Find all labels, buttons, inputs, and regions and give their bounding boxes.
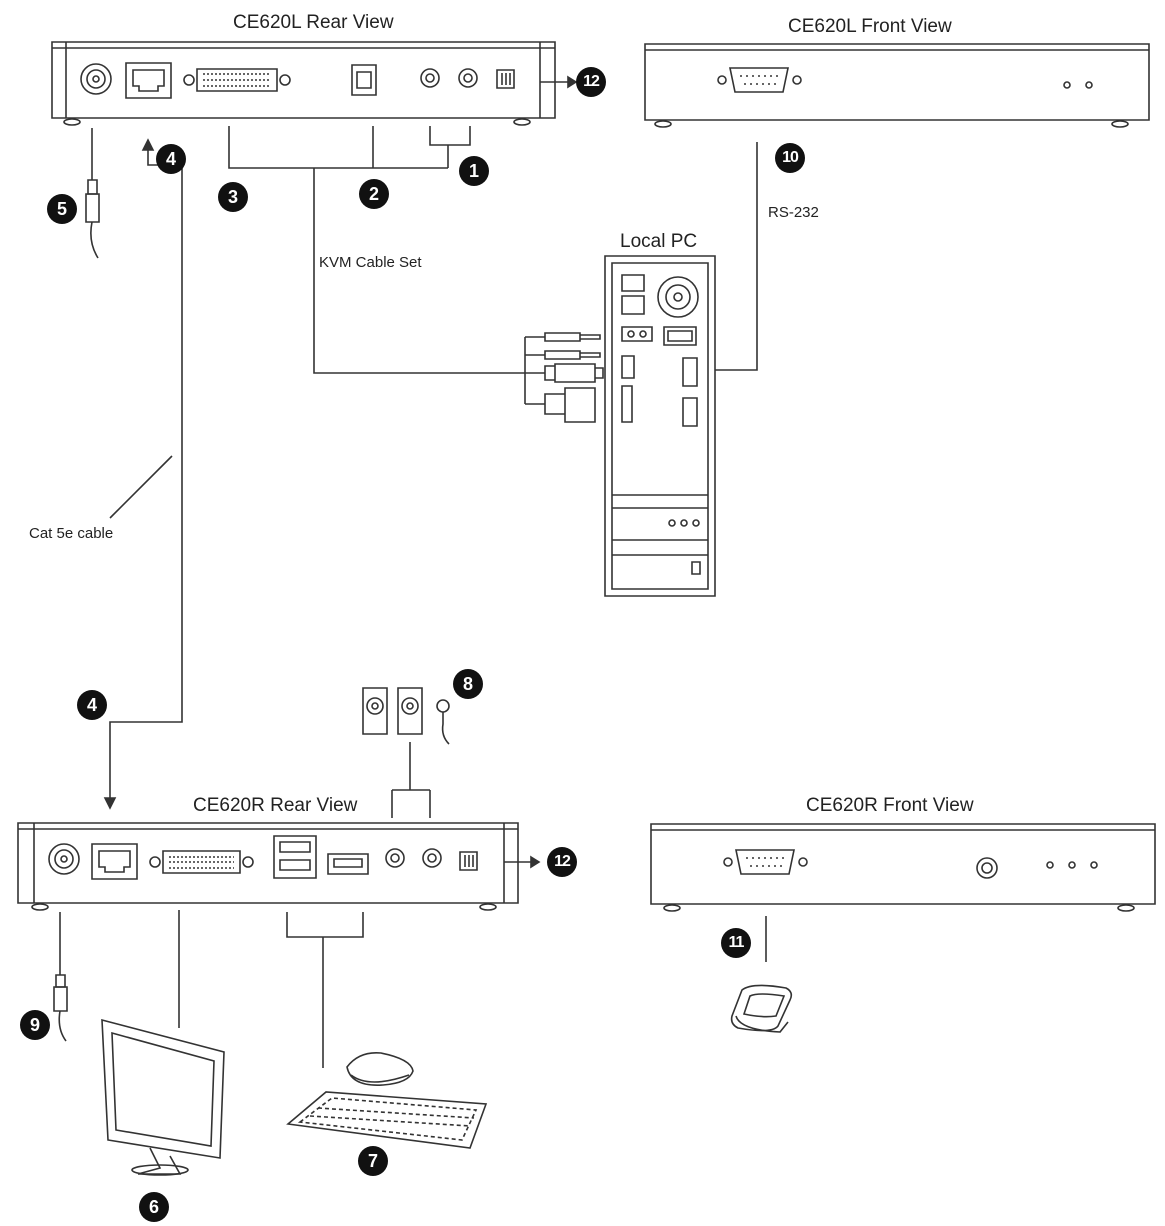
monitor-icon	[102, 1020, 224, 1175]
callout-12-bottom: 12	[547, 847, 577, 877]
ce620r-front-unit	[651, 824, 1155, 911]
callout-5: 5	[47, 194, 77, 224]
serial-port-icon	[718, 68, 801, 92]
ce620l-rear-view-title: CE620L Rear View	[233, 12, 394, 33]
pc-tower-icon	[605, 256, 715, 596]
rs232-label: RS-232	[768, 204, 819, 221]
callout-10: 10	[775, 143, 805, 173]
usb-b-port-icon	[352, 65, 376, 95]
callout-7: 7	[358, 1146, 388, 1176]
rs232-line	[700, 142, 757, 370]
callout-4-bottom: 4	[77, 690, 107, 720]
touch-device-icon	[732, 985, 792, 1032]
cat5e-cable-line	[105, 140, 182, 808]
power-jack-icon	[81, 64, 111, 94]
led-icon	[1064, 82, 1092, 88]
ce620l-front-view-title: CE620L Front View	[788, 16, 952, 37]
mouse-icon	[347, 1053, 413, 1085]
power-adapter-icon	[86, 128, 99, 258]
power-adapter-icon	[54, 975, 67, 1041]
kvm-cable-set-label: KVM Cable Set	[319, 254, 422, 271]
callout-1: 1	[459, 156, 489, 186]
speakers-icon	[363, 688, 422, 734]
callout-4-top: 4	[156, 144, 186, 174]
callout-3: 3	[218, 182, 248, 212]
callout-12-top: 12	[576, 67, 606, 97]
local-pc-title: Local PC	[620, 231, 698, 252]
ce620l-front-unit	[645, 44, 1149, 127]
dip-switch-icon	[497, 70, 514, 88]
cat5e-cable-label: Cat 5e cable	[29, 525, 114, 542]
callout-8: 8	[453, 669, 483, 699]
microphone-icon	[437, 700, 449, 744]
audio-jack-icon	[421, 69, 477, 87]
kvm-cable-set-lines	[229, 126, 545, 404]
rj45-port-icon	[126, 63, 171, 98]
callout-6: 6	[139, 1192, 169, 1222]
callout-9: 9	[20, 1010, 50, 1040]
ce620r-rear-unit	[18, 823, 539, 910]
ce620r-front-view-title: CE620R Front View	[806, 795, 974, 816]
kvm-plugs	[545, 333, 603, 422]
dvi-port-icon	[184, 69, 290, 91]
ce620l-rear-unit	[52, 42, 576, 125]
ce620r-rear-view-title: CE620R Rear View	[193, 795, 358, 816]
callout-11: 11	[721, 928, 751, 958]
keyboard-icon	[288, 1092, 486, 1148]
callout-2: 2	[359, 179, 389, 209]
